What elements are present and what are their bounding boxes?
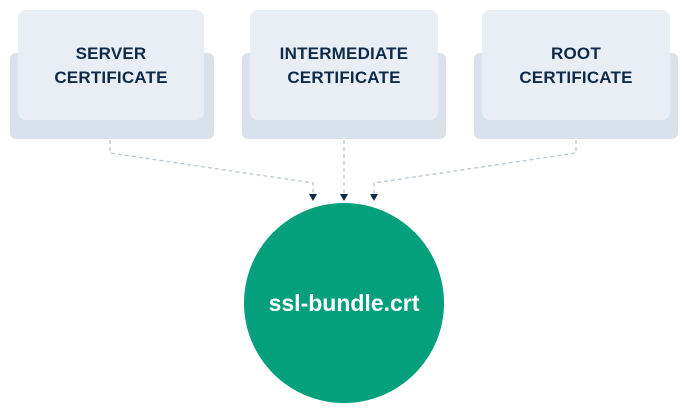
root-certificate-label-line1: ROOT: [551, 44, 601, 63]
server-certificate-card: SERVER CERTIFICATE: [10, 10, 214, 139]
root-arrow-head-icon: [370, 194, 378, 201]
ssl-bundle-circle: [244, 203, 444, 403]
server-arrow-head-icon: [309, 194, 317, 201]
ssl-bundle-node: ssl-bundle.crt: [244, 203, 444, 403]
root-certificate-card-face: [482, 10, 670, 120]
intermediate-certificate-card-face: [250, 10, 438, 120]
intermediate-certificate-label-line2: CERTIFICATE: [287, 68, 400, 87]
intermediate-certificate-label-line1: INTERMEDIATE: [280, 44, 409, 63]
root-certificate-card: ROOT CERTIFICATE: [474, 10, 678, 139]
server-certificate-card-face: [18, 10, 204, 120]
intermediate-arrow-head-icon: [340, 194, 348, 201]
server-to-bundle-connector: [109, 140, 314, 194]
root-to-bundle-connector: [373, 140, 577, 194]
intermediate-certificate-card: INTERMEDIATE CERTIFICATE: [242, 10, 446, 139]
root-certificate-label-line2: CERTIFICATE: [519, 68, 632, 87]
server-certificate-label-line1: SERVER: [76, 44, 147, 63]
ssl-bundle-filename: ssl-bundle.crt: [269, 290, 420, 316]
server-certificate-label-line2: CERTIFICATE: [54, 68, 167, 87]
